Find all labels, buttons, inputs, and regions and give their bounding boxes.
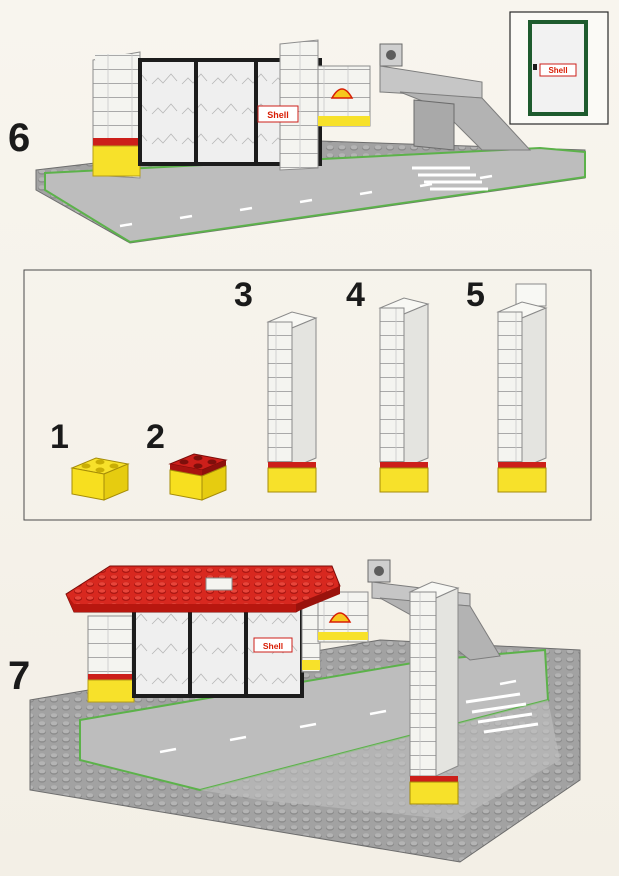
step-number-7: 7 [8,656,30,696]
door-inset: Shell [510,12,608,124]
inset-shell-sign: Shell [548,66,567,75]
step-number-6: 6 [8,118,30,158]
column-step5 [498,284,546,492]
brick-yellow-2x2 [72,458,128,500]
substep-number-4: 4 [346,278,365,312]
substep-number-5: 5 [466,278,485,312]
substep-number-3: 3 [234,278,253,312]
step7-shell-sign: Shell [263,641,283,651]
column-step3 [268,312,316,492]
column-step4 [380,298,428,492]
substep-number-2: 2 [146,420,165,454]
step6-scene: Shell [36,40,585,243]
step6-ramp [380,44,530,150]
step6-shell-sign: Shell [267,110,289,120]
brick-red-yellow-2x2 [170,454,226,500]
substep-number-1: 1 [50,420,69,454]
step7-scene: Shell [30,560,580,862]
